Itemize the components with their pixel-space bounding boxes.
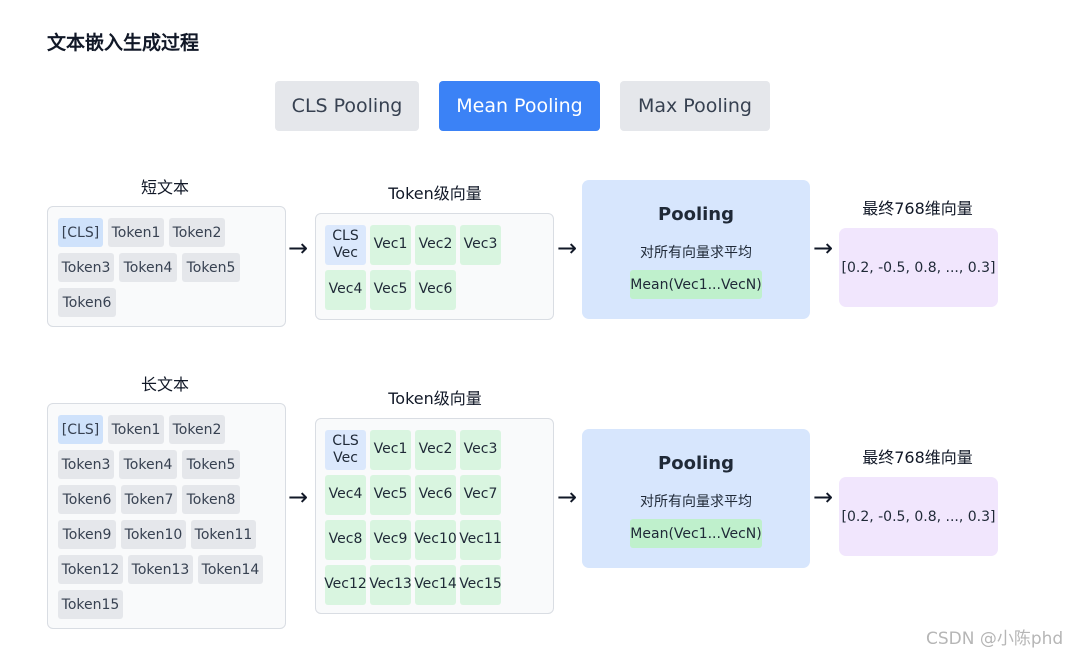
- pooling-subtitle: 对所有向量求平均: [640, 245, 752, 261]
- token-chip: Token10: [121, 520, 186, 549]
- pooling-formula: Mean(Vec1...VecN): [630, 270, 762, 299]
- vector-chip: Vec1: [370, 430, 411, 470]
- vector-chip: Vec6: [415, 475, 456, 515]
- vector-chip: Vec2: [415, 225, 456, 265]
- vector-chip: Vec10: [414, 520, 457, 560]
- vector-chip: Vec5: [370, 270, 411, 310]
- token-chip: Token12: [58, 555, 123, 584]
- vector-chip: Vec5: [370, 475, 411, 515]
- tab-mean-pooling[interactable]: Mean Pooling: [439, 81, 600, 131]
- vector-chip: Vec9: [370, 520, 411, 560]
- vector-chip: Vec1: [370, 225, 411, 265]
- pooling-box: Pooling 对所有向量求平均 Mean(Vec1...VecN): [582, 180, 810, 319]
- vector-chip: Vec6: [415, 270, 456, 310]
- token-chip: Token2: [169, 218, 225, 247]
- arrow-icon: →: [288, 483, 309, 511]
- output-vector: [0.2, -0.5, 0.8, ..., 0.3]: [839, 228, 998, 307]
- token-chip: [CLS]: [58, 218, 103, 247]
- token-box: [CLS] Token1 Token2 Token3 Token4 Token5…: [47, 403, 286, 629]
- pooling-box: Pooling 对所有向量求平均 Mean(Vec1...VecN): [582, 429, 810, 568]
- arrow-icon: →: [813, 483, 834, 511]
- output-label: 最终768维向量: [862, 448, 973, 467]
- watermark: CSDN @小陈phd: [926, 629, 1064, 649]
- pooling-title: Pooling: [658, 453, 734, 474]
- token-chip: Token14: [198, 555, 263, 584]
- pooling-tabs: CLS Pooling Mean Pooling Max Pooling: [0, 81, 1080, 131]
- vector-label: Token级向量: [388, 389, 482, 408]
- token-chip: Token1: [108, 415, 164, 444]
- token-chip: Token8: [182, 485, 240, 514]
- vector-chip: Vec2: [415, 430, 456, 470]
- vector-chip: Vec3: [460, 225, 501, 265]
- vector-chip: CLS Vec: [325, 430, 366, 470]
- vector-chip: Vec14: [414, 565, 457, 605]
- arrow-icon: →: [557, 483, 578, 511]
- input-label: 长文本: [140, 375, 189, 394]
- tab-max-pooling[interactable]: Max Pooling: [620, 81, 770, 131]
- arrow-icon: →: [813, 234, 834, 262]
- token-chip: Token4: [119, 253, 177, 282]
- tab-cls-pooling[interactable]: CLS Pooling: [275, 81, 419, 131]
- vector-chip: Vec13: [369, 565, 412, 605]
- arrow-icon: →: [557, 234, 578, 262]
- vector-chip: CLS Vec: [325, 225, 366, 265]
- token-chip: Token6: [58, 288, 116, 317]
- vector-chip: Vec8: [325, 520, 366, 560]
- token-chip: Token5: [182, 450, 240, 479]
- output-vector: [0.2, -0.5, 0.8, ..., 0.3]: [839, 477, 998, 556]
- token-chip: Token15: [58, 590, 123, 619]
- vector-box: CLS Vec Vec1 Vec2 Vec3 Vec4 Vec5 Vec6 Ve…: [315, 418, 554, 614]
- pooling-formula: Mean(Vec1...VecN): [630, 519, 762, 548]
- token-chip: Token2: [169, 415, 225, 444]
- pooling-title: Pooling: [658, 204, 734, 225]
- page-title: 文本嵌入生成过程: [47, 32, 200, 54]
- arrow-icon: →: [288, 234, 309, 262]
- token-chip: Token3: [58, 450, 114, 479]
- token-chip: Token3: [58, 253, 114, 282]
- vector-chip: Vec4: [325, 270, 366, 310]
- token-box: [CLS] Token1 Token2 Token3 Token4 Token5…: [47, 206, 286, 327]
- token-chip: Token13: [128, 555, 193, 584]
- input-label: 短文本: [140, 178, 189, 197]
- vector-label: Token级向量: [388, 184, 482, 203]
- output-label: 最终768维向量: [862, 199, 973, 218]
- vector-chip: Vec4: [325, 475, 366, 515]
- token-chip: Token5: [182, 253, 240, 282]
- token-chip: Token1: [108, 218, 164, 247]
- token-chip: Token7: [121, 485, 177, 514]
- token-chip: Token6: [58, 485, 116, 514]
- token-chip: Token4: [119, 450, 177, 479]
- vector-chip: Vec3: [460, 430, 501, 470]
- pooling-subtitle: 对所有向量求平均: [640, 494, 752, 510]
- token-chip: Token9: [58, 520, 116, 549]
- vector-chip: Vec15: [459, 565, 502, 605]
- token-chip: [CLS]: [58, 415, 103, 444]
- vector-chip: Vec12: [324, 565, 367, 605]
- vector-chip: Vec11: [459, 520, 502, 560]
- token-chip: Token11: [191, 520, 256, 549]
- vector-box: CLS Vec Vec1 Vec2 Vec3 Vec4 Vec5 Vec6: [315, 213, 554, 320]
- vector-chip: Vec7: [460, 475, 501, 515]
